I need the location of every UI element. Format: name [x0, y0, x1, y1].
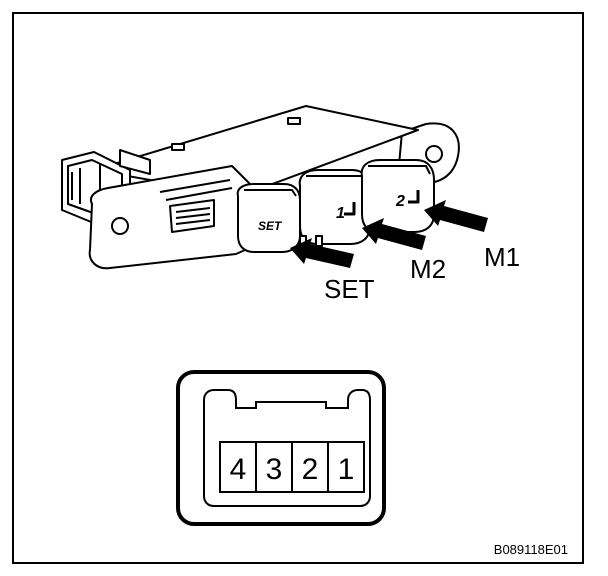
pin-3: 3 — [266, 453, 283, 486]
label-m1: M1 — [484, 242, 520, 272]
set-button-face-label: SET — [258, 219, 283, 233]
label-set: SET — [324, 274, 375, 304]
pin-4: 4 — [230, 453, 247, 486]
top-marking — [287, 117, 301, 125]
arrow-m2 — [362, 218, 426, 250]
front-flange — [88, 165, 263, 270]
pin-1: 1 — [338, 453, 355, 486]
figure-code: B089118E01 — [494, 542, 568, 557]
memory-2-button[interactable]: 2 — [360, 159, 435, 233]
memory-2-face-label: 2 — [395, 193, 405, 210]
connector-face — [176, 370, 386, 526]
arrow-set — [290, 238, 354, 268]
connector-housing-outer — [176, 370, 386, 526]
memory-1-face-label: 1 — [336, 205, 345, 222]
pin-2: 2 — [302, 453, 319, 486]
top-marking — [171, 143, 185, 151]
set-button[interactable]: SET — [236, 183, 301, 253]
arrow-m1 — [424, 200, 488, 232]
connector-housing-inner — [203, 389, 371, 507]
press-arrows — [290, 200, 488, 268]
memory-1-button[interactable]: 1 — [298, 169, 371, 245]
seat-icon — [408, 190, 420, 204]
seat-icon — [344, 202, 356, 216]
label-m2: M2 — [410, 254, 446, 284]
terminal-tab — [315, 235, 323, 247]
figure-frame — [12, 12, 584, 564]
memory-switch-assembly: SET 1 2 — [61, 105, 460, 270]
